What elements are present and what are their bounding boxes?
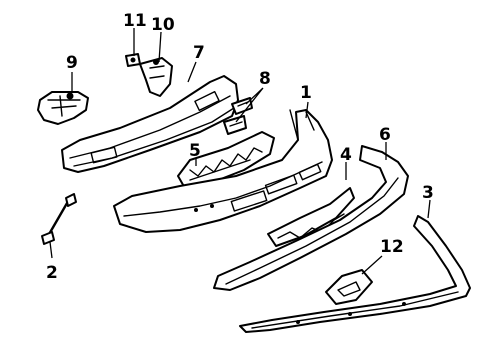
part-4-lower-grille bbox=[267, 187, 355, 247]
callout-4: 4 bbox=[340, 145, 352, 165]
part-6-spoiler bbox=[213, 145, 409, 291]
part-3-molding-strip bbox=[239, 215, 471, 333]
callout-6: 6 bbox=[379, 125, 391, 145]
callout-3: 3 bbox=[422, 183, 434, 203]
part-8-retainer-upper bbox=[231, 97, 253, 115]
part-9-bracket bbox=[37, 91, 89, 125]
part-2-bolt bbox=[41, 193, 77, 245]
callout-1: 1 bbox=[300, 83, 312, 103]
callout-7: 7 bbox=[193, 43, 205, 63]
part-8-retainer-lower bbox=[223, 115, 247, 135]
part-12-cover bbox=[325, 269, 373, 305]
callout-2: 2 bbox=[46, 263, 58, 283]
callout-9: 9 bbox=[66, 53, 78, 73]
callout-11: 11 bbox=[123, 11, 147, 31]
part-11-clip bbox=[125, 53, 141, 67]
part-1-bumper-cover bbox=[113, 109, 333, 233]
part-10-mount bbox=[139, 57, 173, 97]
leader-lines bbox=[49, 28, 431, 275]
callout-5: 5 bbox=[189, 141, 201, 161]
callout-8: 8 bbox=[259, 69, 271, 89]
callout-12: 12 bbox=[380, 237, 404, 257]
part-7-absorber bbox=[61, 75, 239, 173]
callout-10: 10 bbox=[151, 15, 175, 35]
